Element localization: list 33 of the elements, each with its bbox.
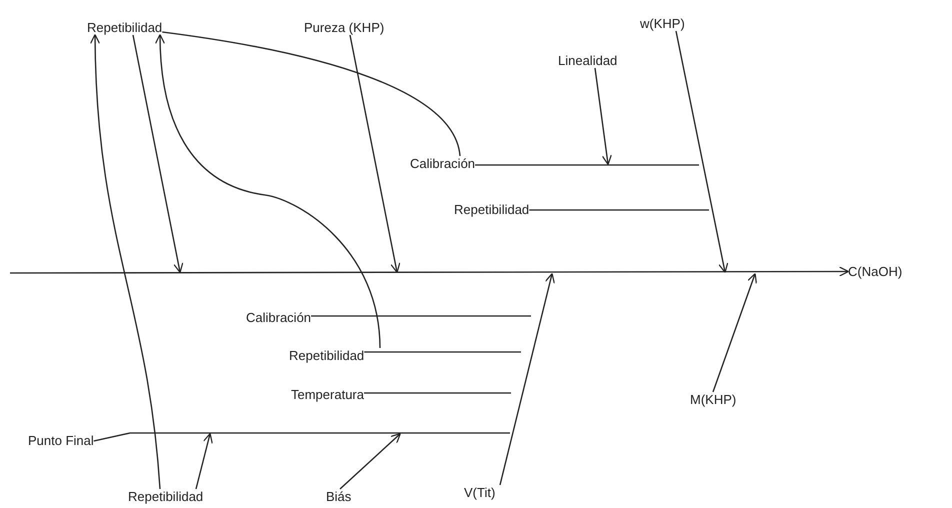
cause-label: Biás: [326, 489, 352, 504]
cause-label: Repetibilidad: [87, 20, 162, 35]
arrow: [712, 273, 757, 392]
cause-label: Calibración: [410, 156, 476, 171]
cause-label: M(KHP): [690, 392, 736, 407]
arrow: [132, 34, 184, 274]
line: [94, 432, 510, 442]
cause-label: Repetibilidad: [454, 202, 530, 217]
cause-label: Temperatura: [291, 387, 364, 402]
curved-line: [162, 31, 461, 156]
effect-label: C(NaOH): [848, 264, 902, 279]
line: [529, 209, 709, 211]
arrow: [340, 433, 401, 490]
arrow: [195, 432, 213, 490]
curved-arrow: [155, 34, 381, 348]
cause-label: w(KHP): [640, 16, 685, 31]
line: [475, 164, 699, 166]
cause-label: Calibración: [246, 310, 312, 325]
cause-label: Punto Final: [28, 433, 94, 448]
arrow: [594, 68, 612, 166]
cause-label: V(Tit): [464, 485, 496, 500]
arrow: [10, 266, 850, 277]
line: [364, 392, 511, 394]
arrow: [499, 272, 555, 486]
arrow: [675, 30, 728, 274]
line: [311, 315, 531, 317]
cause-label: Repetibilidad: [128, 489, 204, 504]
arrow: [349, 34, 400, 274]
cause-label: Linealidad: [558, 53, 618, 68]
cause-label: Pureza (KHP): [304, 20, 384, 35]
line: [364, 351, 521, 353]
cause-label: Repetibilidad: [289, 348, 364, 363]
curved-arrow: [90, 34, 161, 490]
